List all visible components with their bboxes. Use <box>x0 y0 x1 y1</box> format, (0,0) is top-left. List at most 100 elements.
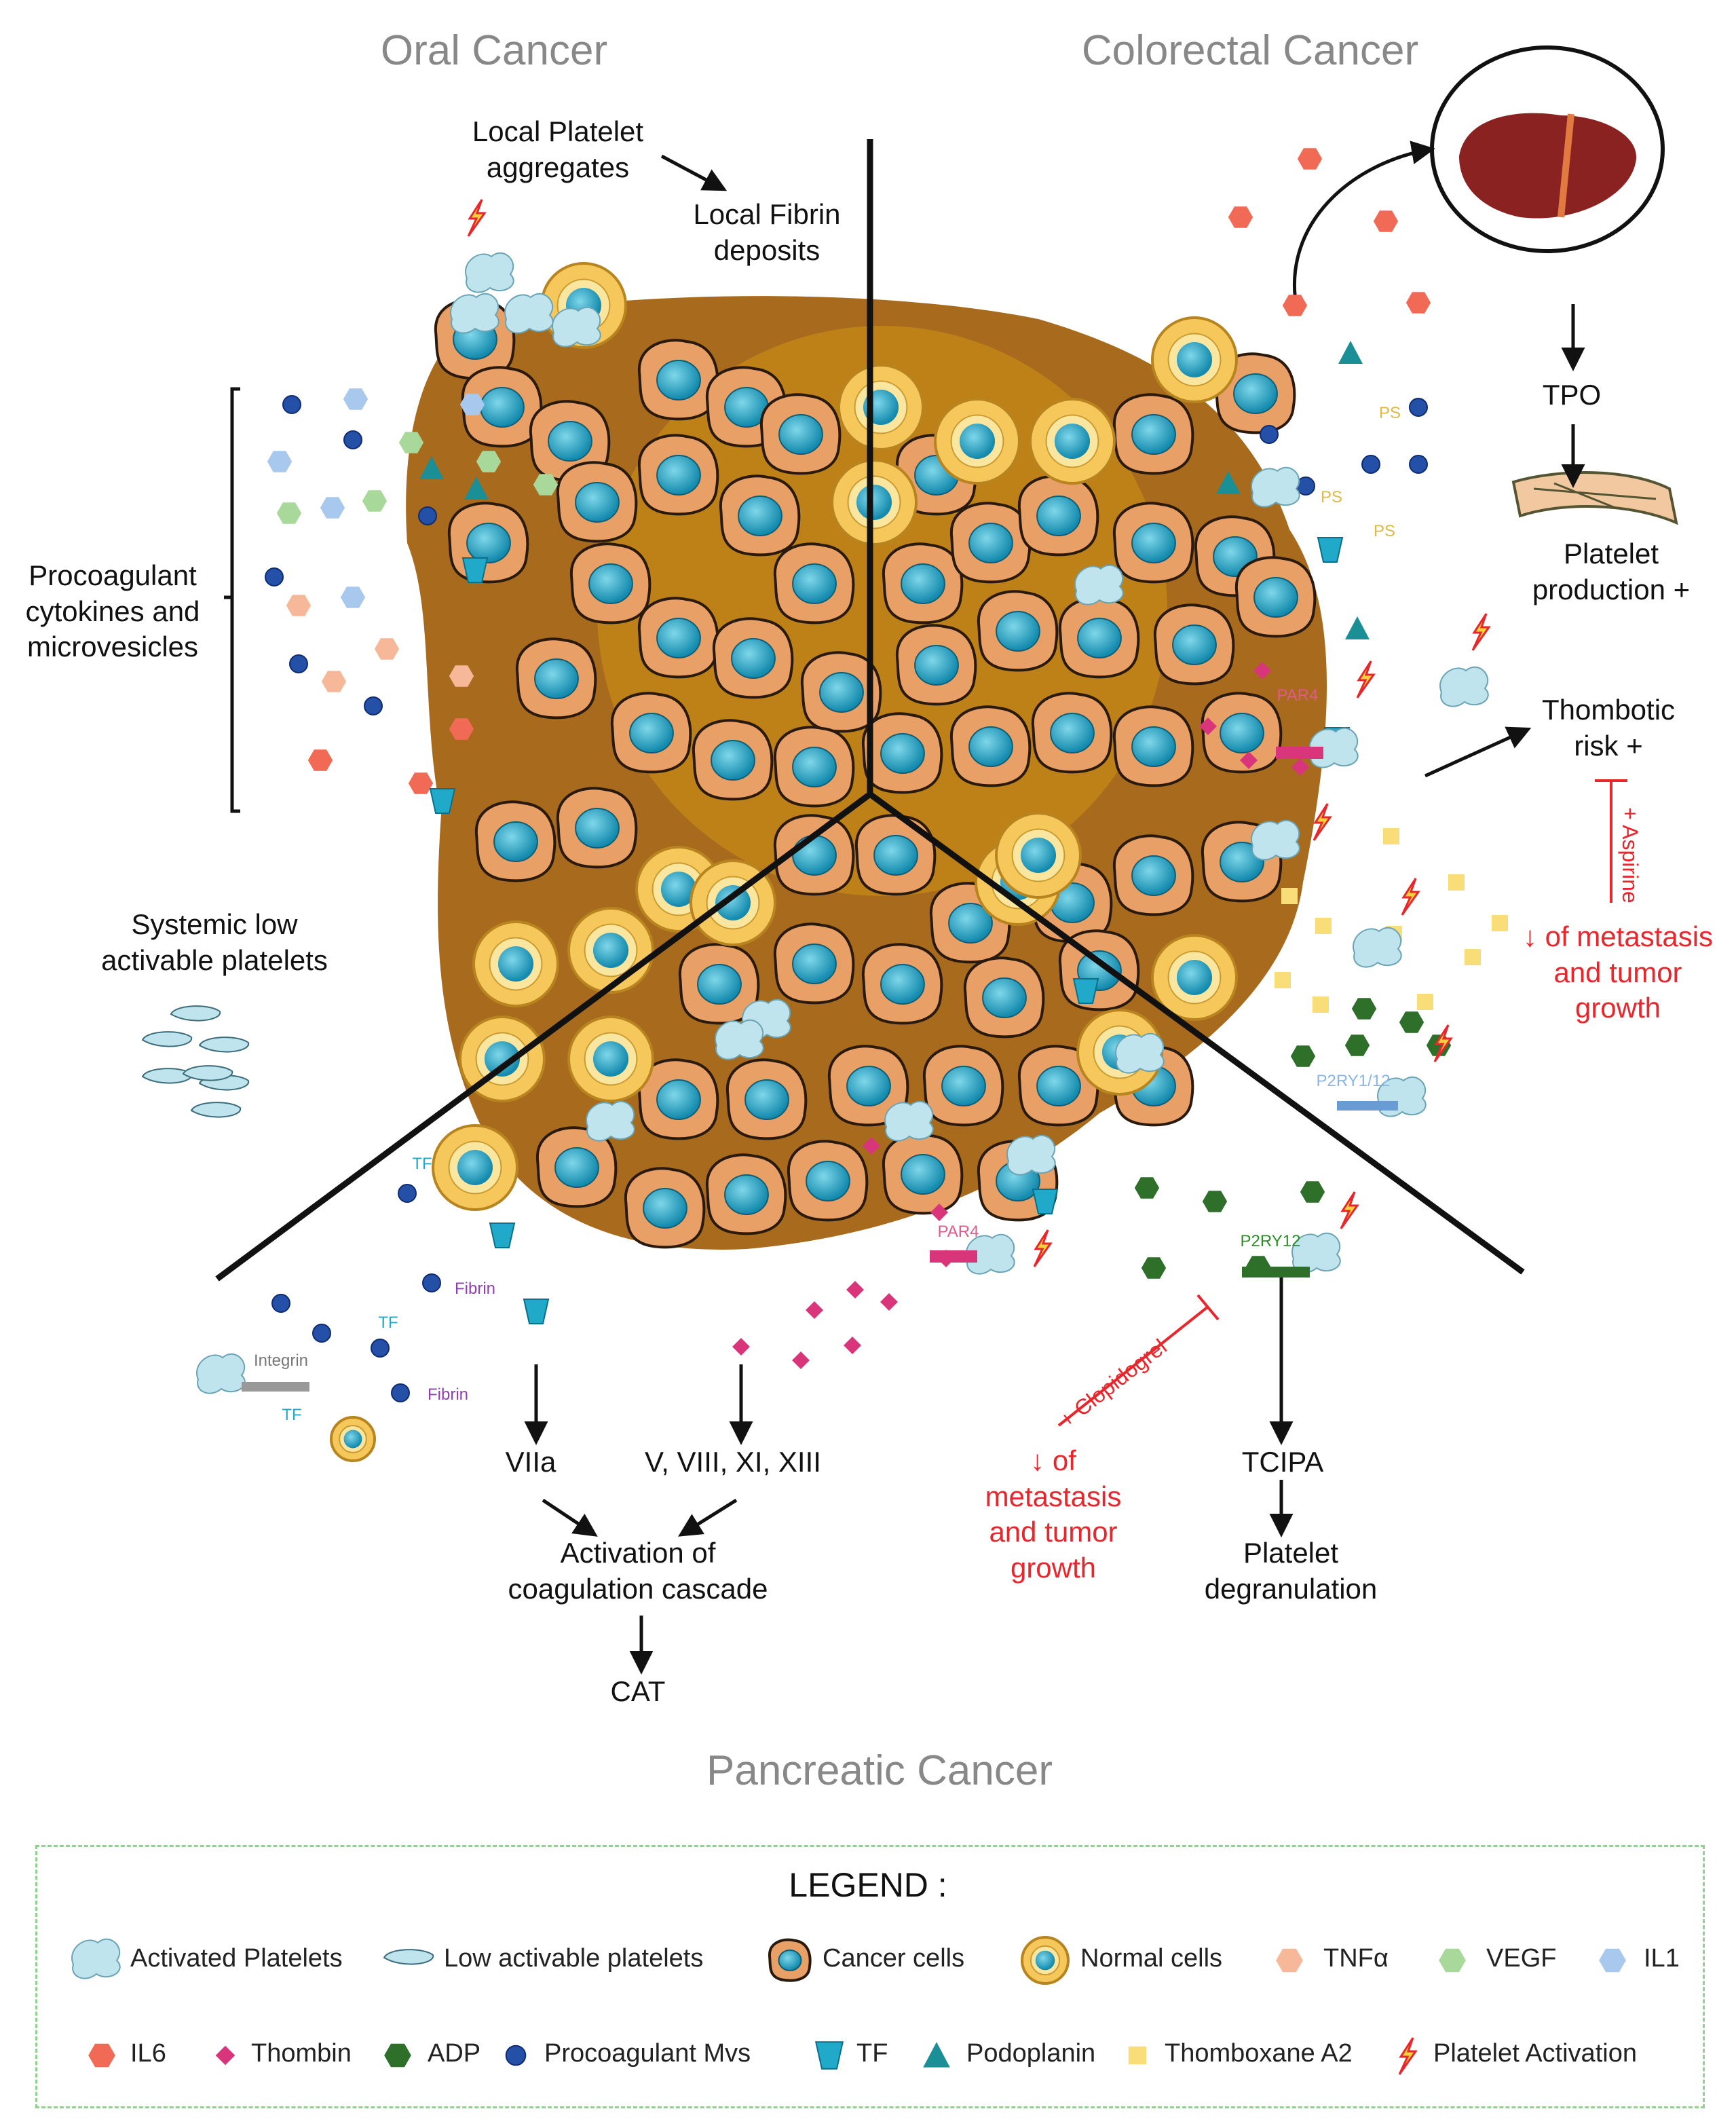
thrombin-marker <box>806 1301 823 1319</box>
activated-platelet-icon <box>71 1938 121 1979</box>
legend-label-normal-cells: Normal cells <box>1080 1944 1223 1973</box>
il1-marker <box>320 497 345 519</box>
tf-marker <box>523 1299 550 1324</box>
low-activable-platelet <box>141 1031 193 1047</box>
inhibition-lines <box>1057 779 1627 1427</box>
label-integrin: Integrin <box>253 1351 309 1370</box>
thromboxane-marker <box>1275 972 1291 988</box>
tumor-cells <box>432 262 1317 1249</box>
activated-platelet <box>1115 1032 1165 1074</box>
label-par4-colorectal: PAR4 <box>1277 686 1319 705</box>
label-par4-pancreatic: PAR4 <box>937 1223 979 1241</box>
tf-marker <box>489 1223 516 1248</box>
il6-marker <box>307 749 333 771</box>
title-colorectal-cancer: Colorectal Cancer <box>1081 27 1419 74</box>
activated-platelet <box>450 293 499 334</box>
activated-platelet <box>1251 819 1300 861</box>
legend-label-cancer-cells: Cancer cells <box>823 1944 965 1973</box>
tf-marker <box>1032 1189 1059 1214</box>
label-tf-3: TF <box>282 1406 302 1424</box>
activated-platelet <box>552 306 601 348</box>
procoagulant-mv-marker <box>1361 455 1380 474</box>
il6-marker <box>449 718 474 740</box>
label-viia: VIIa <box>505 1446 556 1478</box>
thomboxane-a2-icon <box>1128 2046 1147 2065</box>
procoagulant-mvs-icon <box>505 2045 527 2066</box>
thromboxane-marker <box>1281 888 1298 904</box>
adp-marker <box>1300 1181 1325 1203</box>
procoagulant-mv-marker <box>391 1383 410 1402</box>
thromboxane-marker <box>1492 915 1508 931</box>
label-tpo: TPO <box>1542 379 1602 411</box>
title-oral-cancer: Oral Cancer <box>380 27 608 74</box>
low-activable-platelet <box>190 1102 242 1118</box>
procoagulant-mv-marker <box>343 430 362 449</box>
par4-receptor <box>930 1250 977 1263</box>
tnf--icon <box>1276 1948 1303 1973</box>
liver-icon <box>1430 45 1665 253</box>
legend-label-procoagulant-mvs: Procoagulant Mvs <box>544 2039 751 2068</box>
legend-label-thomboxane-a2: Thomboxane A2 <box>1165 2039 1353 2068</box>
label-p2ry1-12: P2RY1/12 <box>1316 1072 1391 1090</box>
molecules <box>141 148 1508 1462</box>
procoagulant-bracket <box>224 387 240 813</box>
legend-label-il6: IL6 <box>130 2039 166 2068</box>
procoagulant-mv-marker <box>422 1273 441 1292</box>
adp-icon <box>384 2043 411 2068</box>
tf-marker <box>1317 537 1344 563</box>
adp-marker <box>1134 1177 1160 1199</box>
activated-platelet <box>966 1233 1015 1275</box>
thromboxane-marker <box>1465 949 1481 965</box>
thromboxane-marker <box>1313 996 1329 1013</box>
il6-marker <box>1373 210 1399 232</box>
thromboxane-marker <box>1417 994 1433 1010</box>
par4-receptor <box>1276 747 1323 759</box>
procoagulant-mv-marker <box>371 1339 390 1358</box>
il6-marker <box>1228 206 1253 228</box>
legend-label-tnfa: TNFα <box>1323 1944 1389 1973</box>
platelet-activation-marker <box>1313 803 1332 841</box>
legend-label-vegf: VEGF <box>1486 1944 1557 1973</box>
platelet-activation-marker <box>1033 1229 1053 1267</box>
low-activable-platelet <box>182 1065 233 1081</box>
label-ps-3: PS <box>1373 522 1396 540</box>
label-fibrin-1: Fibrin <box>454 1280 496 1298</box>
il6-icon <box>88 2043 115 2068</box>
platelet-activation-icon <box>1398 2037 1418 2075</box>
il1-marker <box>459 394 485 415</box>
thrombin-marker <box>1253 662 1271 679</box>
procoagulant-mv-marker <box>1260 425 1279 444</box>
legend-label-low-activable-platelets: Low activable platelets <box>444 1944 704 1973</box>
label-tf-1: TF <box>412 1155 432 1173</box>
thrombin-marker <box>792 1351 810 1369</box>
podoplanin-marker <box>464 477 489 500</box>
low-activable-platelet <box>198 1037 250 1053</box>
section-dividers <box>215 139 1525 1282</box>
vegf-marker <box>362 490 388 512</box>
procoagulant-mv-marker <box>265 567 284 586</box>
adp-marker <box>1344 1034 1370 1056</box>
podoplanin-marker <box>419 456 444 479</box>
podoplanin-marker <box>1216 471 1241 494</box>
low-activable-platelet <box>141 1068 193 1084</box>
title-pancreatic-cancer: Pancreatic Cancer <box>706 1747 1053 1794</box>
activated-platelet <box>196 1353 246 1394</box>
label-ps-2: PS <box>1320 488 1343 506</box>
procoagulant-mv-marker <box>312 1324 331 1343</box>
arrows <box>524 141 1585 1675</box>
il1-marker <box>340 586 366 608</box>
label-aspirine: + Aspirine <box>1618 807 1642 903</box>
thrombin-marker <box>844 1337 861 1354</box>
p2ry12-receptor <box>1242 1267 1310 1278</box>
activated-platelet <box>465 252 514 293</box>
il6-marker <box>408 772 434 794</box>
legend-box <box>35 1845 1705 2108</box>
legend-label-tf: TF <box>856 2039 888 2068</box>
adp-marker <box>1399 1011 1424 1033</box>
procoagulant-mv-marker <box>289 654 308 673</box>
